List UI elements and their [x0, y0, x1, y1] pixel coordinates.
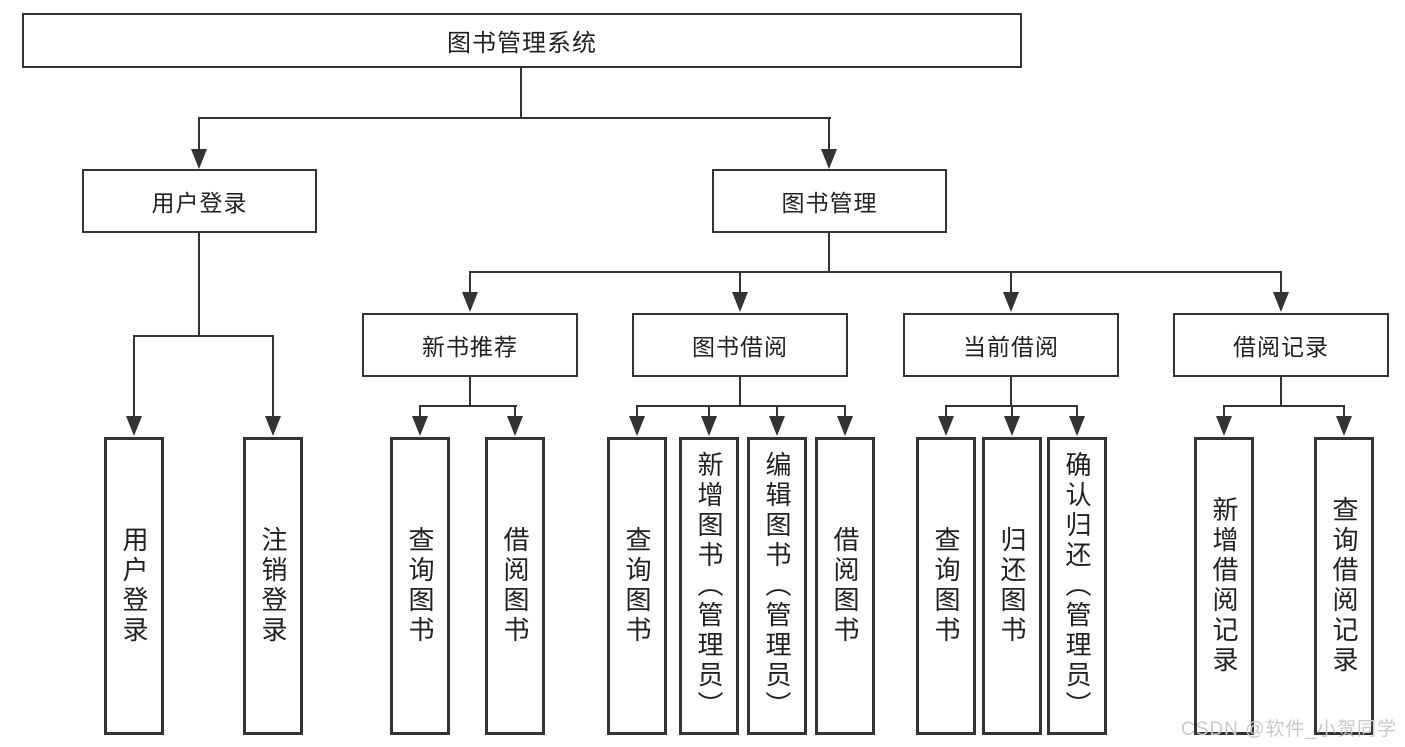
arrow-down-icon [1069, 416, 1085, 436]
leaf-query-books-recommend: 查询图书 [390, 437, 450, 735]
csdn-watermark: CSDN @软件_小贺同学 [1181, 719, 1397, 740]
leaf-user-login: 用户登录 [104, 437, 164, 735]
connector-line [469, 377, 471, 406]
arrow-down-icon [507, 416, 523, 436]
connector-line [1223, 405, 1345, 407]
node-current-borrowing: 当前借阅 [903, 313, 1119, 377]
node-borrowing-records: 借阅记录 [1173, 313, 1389, 377]
arrow-down-icon [1004, 416, 1020, 436]
arrow-down-icon [769, 416, 785, 436]
connector-line [1223, 405, 1225, 416]
arrow-down-icon [629, 416, 645, 436]
leaf-edit-book-admin: 编辑图书（管理员） [747, 437, 807, 735]
connector-line [776, 405, 778, 416]
connector-line [198, 117, 831, 119]
node-new-book-recommend-label: 新书推荐 [422, 334, 518, 360]
leaf-query-books-borrowing-label: 查询图书 [622, 526, 652, 646]
connector-line [708, 405, 710, 416]
leaf-add-book-admin-label: 新增图书（管理员） [694, 451, 724, 721]
arrow-down-icon [462, 292, 478, 312]
arrow-down-icon [1336, 416, 1352, 436]
connector-line [272, 335, 274, 416]
node-current-borrowing-label: 当前借阅 [963, 334, 1059, 360]
connector-line [945, 405, 947, 416]
leaf-query-books-recommend-label: 查询图书 [405, 526, 435, 646]
connector-line [133, 335, 135, 416]
leaf-borrow-books-recommend: 借阅图书 [485, 437, 545, 735]
node-book-management: 图书管理 [712, 169, 947, 233]
leaf-confirm-return-admin-label: 确认归还（管理员） [1062, 451, 1092, 721]
arrow-down-icon [821, 149, 837, 169]
connector-line [636, 405, 638, 416]
arrow-down-icon [938, 416, 954, 436]
connector-line [739, 377, 741, 406]
connector-line [419, 405, 421, 416]
leaf-logout-label: 注销登录 [258, 526, 288, 646]
arrow-down-icon [701, 416, 717, 436]
node-user-login-label: 用户登录 [151, 190, 248, 216]
leaf-query-books-current: 查询图书 [916, 437, 976, 735]
connector-line [419, 405, 517, 407]
arrow-down-icon [1216, 416, 1232, 436]
connector-line [469, 271, 471, 292]
leaf-add-borrow-record-label: 新增借阅记录 [1209, 496, 1239, 676]
node-root-label: 图书管理系统 [447, 30, 597, 57]
connector-line [739, 271, 741, 292]
arrow-down-icon [732, 292, 748, 312]
connector-line [1010, 271, 1012, 292]
node-borrowing-records-label: 借阅记录 [1233, 334, 1329, 360]
leaf-return-book-label: 归还图书 [997, 526, 1027, 646]
connector-line [198, 233, 200, 336]
connector-line [1010, 377, 1012, 406]
connector-line [1076, 405, 1078, 416]
leaf-confirm-return-admin: 确认归还（管理员） [1047, 437, 1107, 735]
node-new-book-recommend: 新书推荐 [362, 313, 578, 377]
leaf-user-login-label: 用户登录 [119, 526, 149, 646]
node-book-borrowing: 图书借阅 [632, 313, 848, 377]
arrow-down-icon [1003, 292, 1019, 312]
leaf-add-book-admin: 新增图书（管理员） [679, 437, 739, 735]
leaf-logout: 注销登录 [243, 437, 303, 735]
leaf-query-borrow-record-label: 查询借阅记录 [1329, 496, 1359, 676]
arrow-down-icon [837, 416, 853, 436]
connector-line [520, 68, 522, 118]
connector-line [828, 117, 830, 149]
arrow-down-icon [191, 149, 207, 169]
leaf-borrow-books-recommend-label: 借阅图书 [500, 526, 530, 646]
node-book-borrowing-label: 图书借阅 [692, 334, 788, 360]
connector-line [1011, 405, 1013, 416]
node-user-login: 用户登录 [82, 169, 317, 233]
connector-line [198, 117, 200, 149]
connector-line [828, 233, 830, 273]
leaf-query-borrow-record: 查询借阅记录 [1314, 437, 1374, 735]
leaf-query-books-borrowing: 查询图书 [607, 437, 667, 735]
arrow-down-icon [265, 416, 281, 436]
connector-line [1343, 405, 1345, 416]
leaf-borrow-books-label: 借阅图书 [830, 526, 860, 646]
leaf-add-borrow-record: 新增借阅记录 [1194, 437, 1254, 735]
leaf-edit-book-admin-label: 编辑图书（管理员） [762, 451, 792, 721]
arrow-down-icon [126, 416, 142, 436]
connector-line [469, 271, 1282, 273]
node-root: 图书管理系统 [22, 13, 1022, 68]
leaf-return-book: 归还图书 [982, 437, 1042, 735]
connector-line [133, 335, 274, 337]
node-book-management-label: 图书管理 [781, 190, 878, 216]
arrow-down-icon [412, 416, 428, 436]
leaf-borrow-books: 借阅图书 [815, 437, 875, 735]
connector-line [514, 405, 516, 416]
connector-line [636, 405, 846, 407]
connector-line [1280, 377, 1282, 406]
connector-line [1280, 271, 1282, 292]
arrow-down-icon [1273, 292, 1289, 312]
connector-line [844, 405, 846, 416]
leaf-query-books-current-label: 查询图书 [931, 526, 961, 646]
